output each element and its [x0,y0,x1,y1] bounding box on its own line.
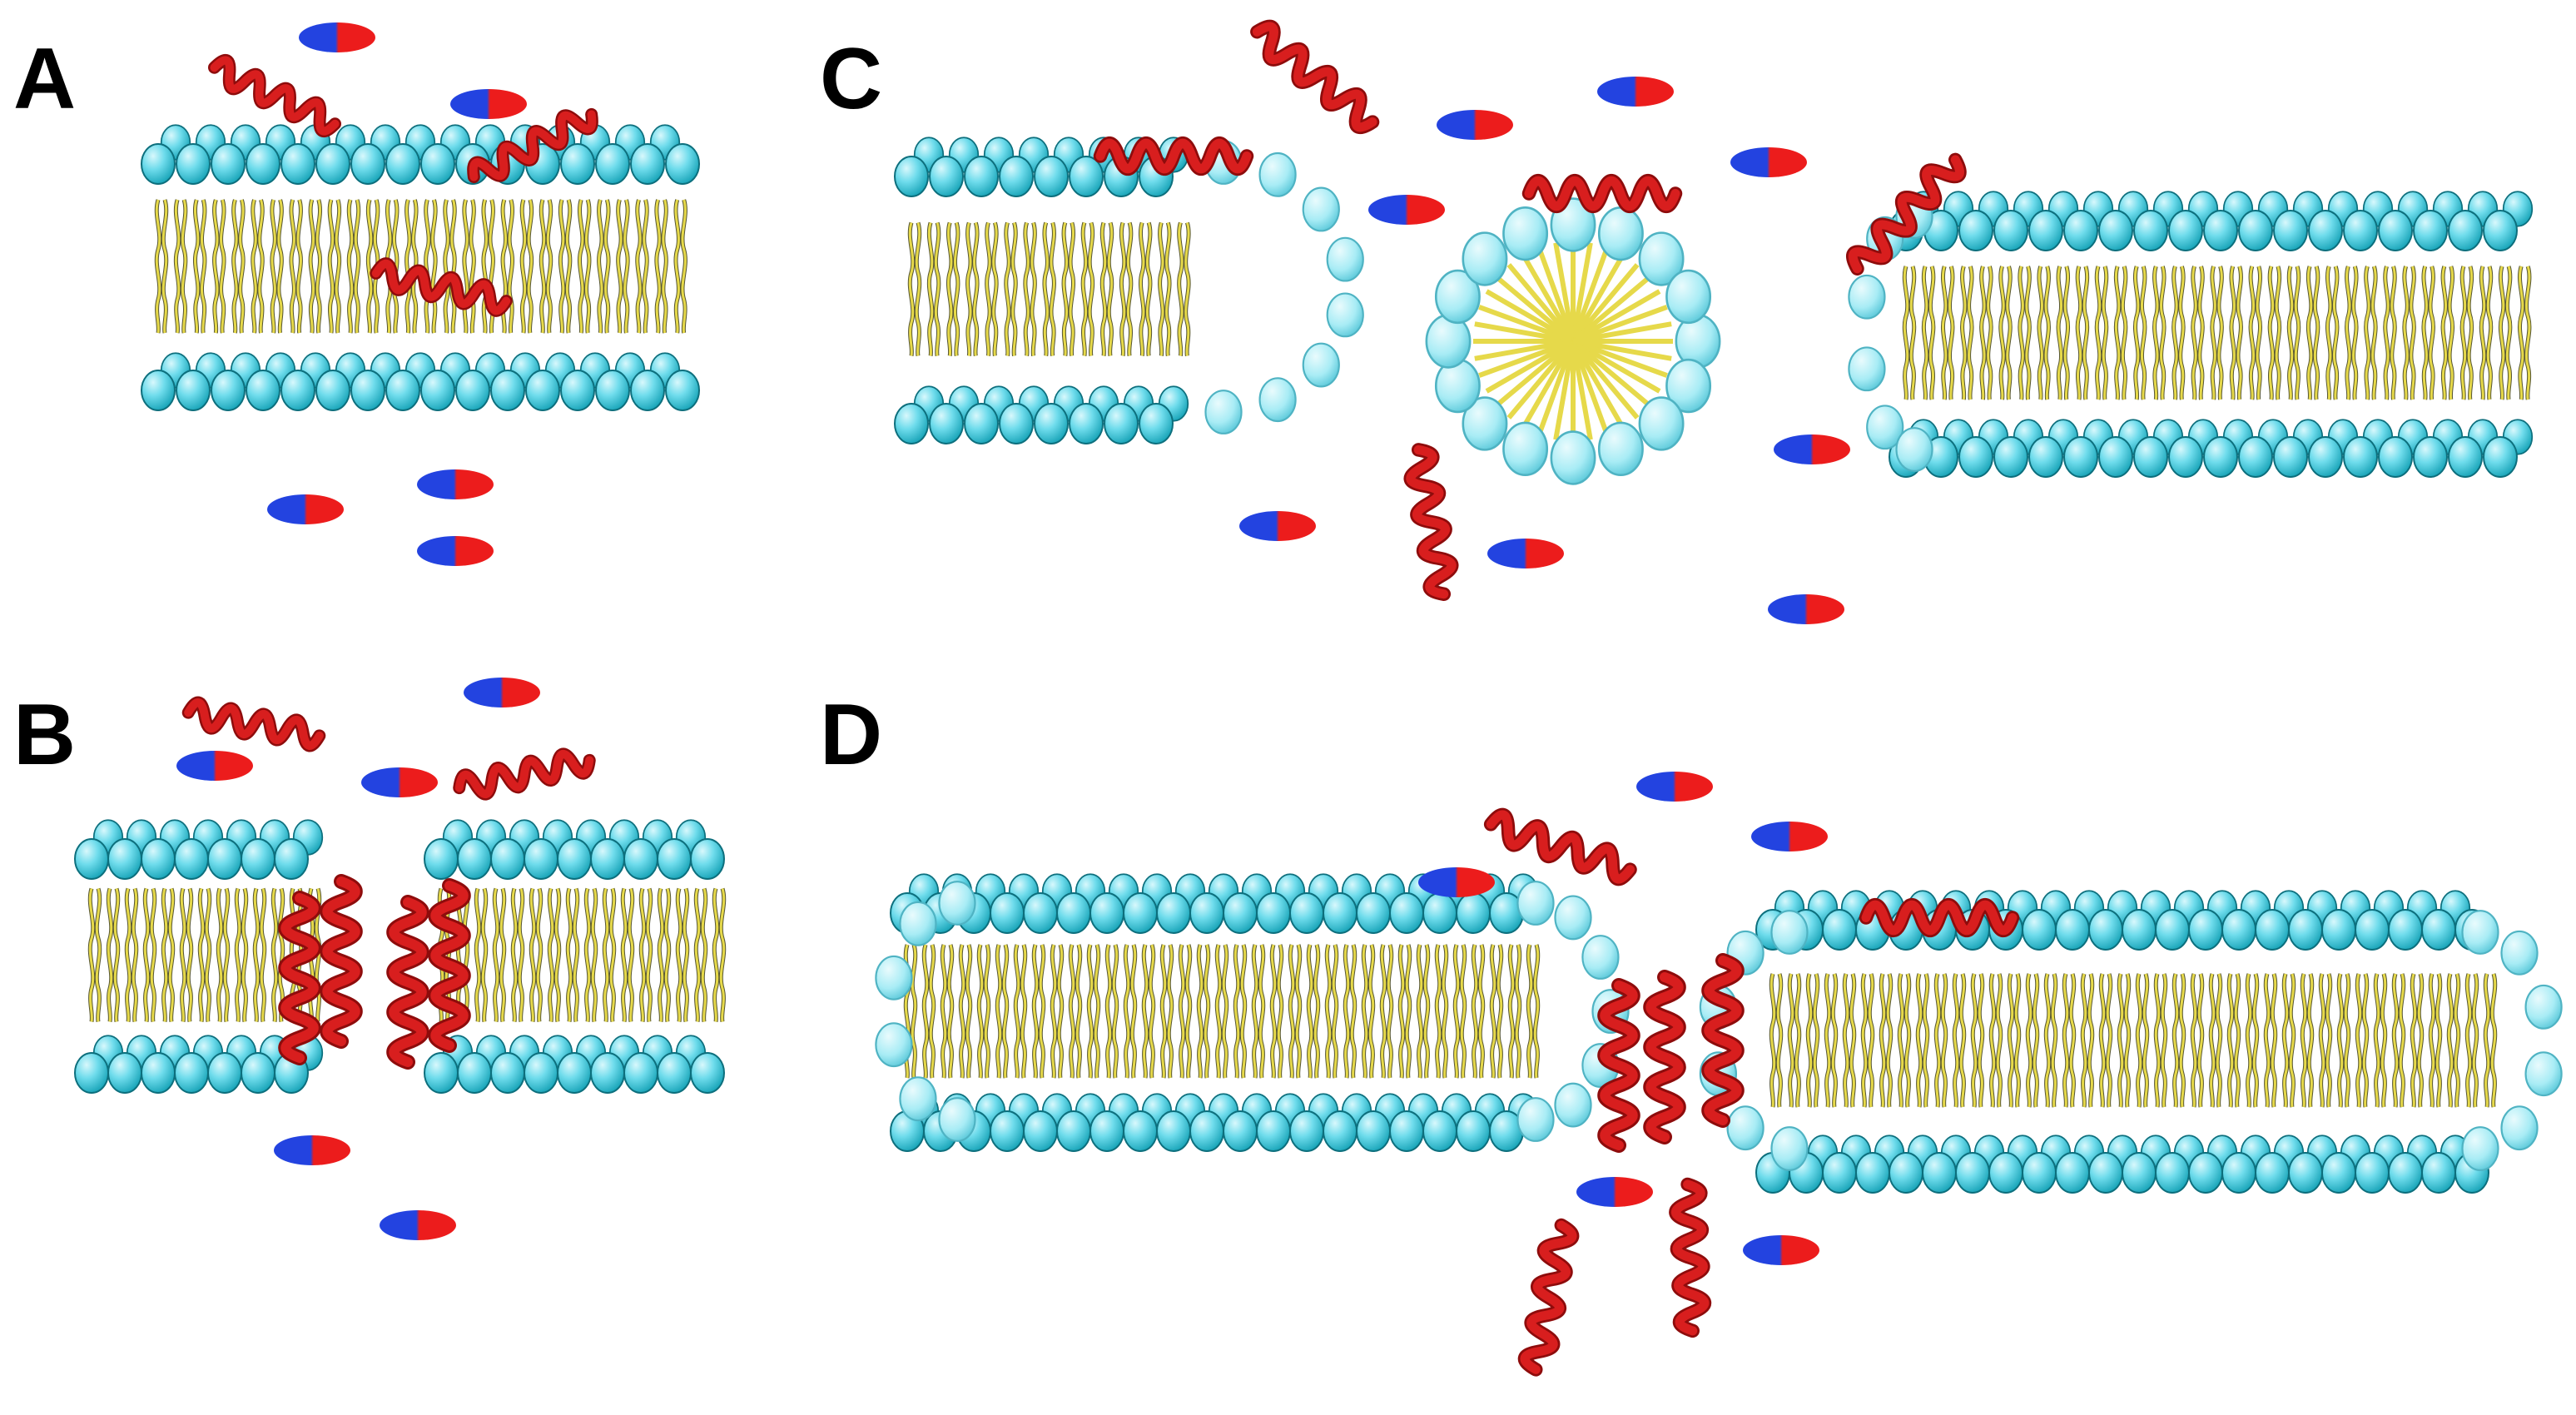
molecule-c-8 [1768,594,1844,624]
helix-a-1 [210,57,340,135]
helix-a-3 [374,262,509,313]
helix-c-3 [1406,448,1457,597]
helix-d-1 [1487,812,1634,882]
helix-d-7 [1675,1184,1705,1331]
molecule-b-4 [274,1135,350,1165]
panel-b: B [13,678,724,1240]
molecule-c-6 [1239,511,1316,541]
bilayer-d-right [1699,890,2563,1194]
bilayer-c-left [893,137,1364,445]
molecule-a-5 [417,536,494,566]
molecule-d-3 [1418,867,1495,897]
molecule-b-2 [176,751,253,781]
helix-b-1 [186,701,321,747]
micelle-c [1425,197,1721,485]
molecule-a-4 [417,469,494,499]
molecule-b-5 [380,1210,456,1240]
molecule-a-2 [450,89,527,119]
bilayer-c-right [1848,191,2534,479]
helix-b-2 [457,749,592,800]
molecule-c-4 [1368,195,1445,225]
helix-d-5 [1709,961,1737,1120]
panel-label-b: B [13,687,76,783]
panel-c: C [820,22,2534,624]
helix-c-5 [1529,181,1675,206]
helix-d-6 [1523,1223,1574,1372]
panel-label-d: D [820,687,882,783]
panel-label-c: C [820,31,882,127]
panel-a: A [13,22,701,566]
molecule-d-2 [1751,822,1828,851]
molecule-c-3 [1730,147,1807,177]
molecule-d-1 [1636,772,1713,802]
helix-d-4 [1650,977,1679,1137]
molecule-c-5 [1774,434,1850,464]
helix-c-2 [1249,22,1381,132]
molecule-c-1 [1597,77,1674,107]
molecule-c-2 [1437,110,1513,140]
molecule-b-3 [361,767,438,797]
molecule-d-5 [1743,1235,1819,1265]
molecule-c-7 [1487,539,1564,568]
bilayer-d-left [875,873,1630,1153]
molecule-a-3 [267,494,344,524]
panel-d: D [820,687,2563,1372]
molecule-b-1 [464,678,540,708]
panel-label-a: A [13,31,76,127]
molecule-d-4 [1576,1177,1653,1207]
molecule-a-1 [299,22,375,52]
